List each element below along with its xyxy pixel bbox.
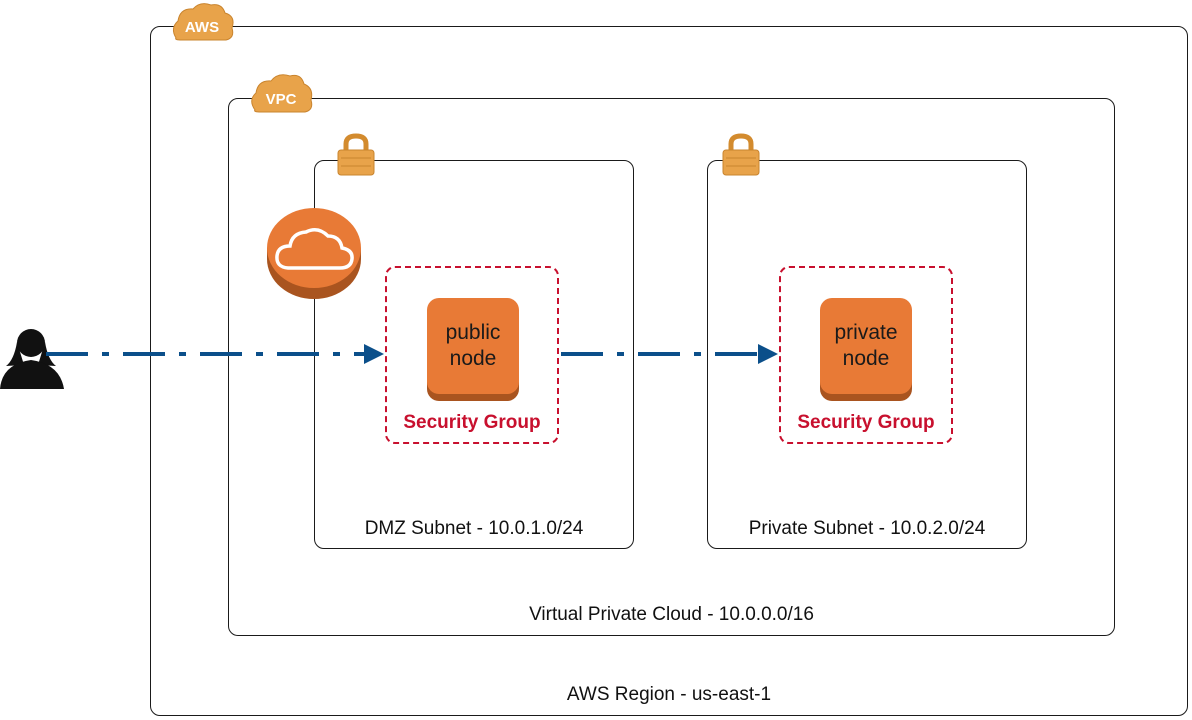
security-group-label: Security Group <box>797 412 935 433</box>
vpc-label: Virtual Private Cloud - 10.0.0.0/16 <box>529 604 814 625</box>
private-subnet-label: Private Subnet - 10.0.2.0/24 <box>748 518 986 539</box>
lock-icon <box>337 133 375 176</box>
private-subnet-box: Private Subnet - 10.0.2.0/24 <box>707 160 1027 549</box>
lock-icon <box>722 133 760 176</box>
vpc-box: Virtual Private Cloud - 10.0.0.0/16 <box>228 98 1115 636</box>
dmz-subnet-label: DMZ Subnet - 10.0.1.0/24 <box>364 518 584 539</box>
internet-gateway-icon <box>267 208 361 299</box>
aws-region-label: AWS Region - us-east-1 <box>566 684 772 705</box>
private-node[interactable]: private node <box>820 298 912 394</box>
security-group-label: Security Group <box>403 412 541 433</box>
vpc-badge-label: VPC <box>266 91 297 108</box>
user-icon <box>0 329 64 389</box>
aws-cloud-badge-icon: AWS <box>172 3 234 41</box>
public-node[interactable]: public node <box>427 298 519 394</box>
security-group-public: Security Group <box>385 266 559 444</box>
vpc-cloud-badge-icon: VPC <box>251 74 313 113</box>
security-group-private: Security Group <box>779 266 953 444</box>
aws-badge-label: AWS <box>185 19 219 36</box>
aws-region-box: AWS Region - us-east-1 <box>150 26 1188 716</box>
